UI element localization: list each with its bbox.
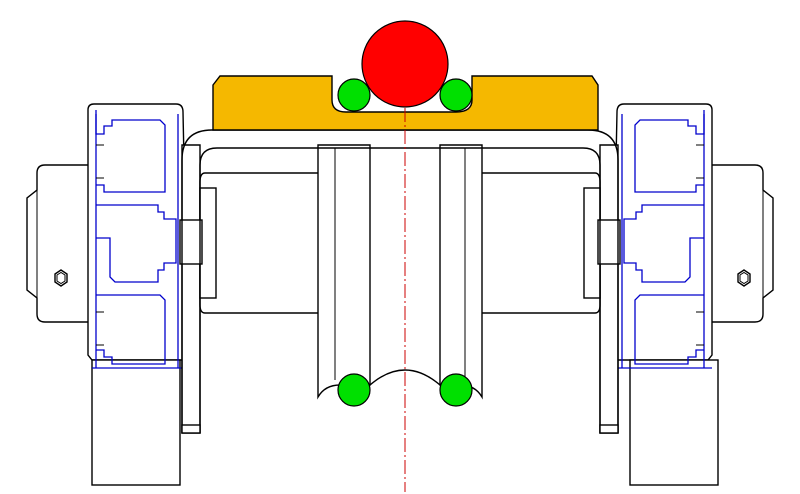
right-insert-mid	[623, 204, 704, 283]
left-side-plate	[181, 144, 201, 434]
left-wheel-assembly	[26, 103, 186, 486]
right-side-frame	[479, 144, 621, 434]
left-hex-nut-icon	[54, 269, 68, 287]
left-wheel-upper	[87, 103, 186, 361]
balls	[337, 20, 473, 407]
right-hex-nut-icon	[737, 269, 751, 287]
green-ball-top-right	[439, 78, 473, 112]
left-insert-top	[95, 114, 166, 193]
left-hub	[26, 164, 96, 323]
right-wheel-upper	[614, 103, 713, 361]
large-red-ball	[361, 20, 449, 108]
top-bracket-body	[212, 75, 599, 131]
left-insert-mid	[96, 204, 177, 283]
right-wheel-assembly	[614, 103, 774, 486]
right-spacer-roll	[479, 172, 601, 314]
top-carriage-bracket	[212, 75, 599, 131]
left-side-frame	[179, 144, 321, 434]
right-wheel-lower	[629, 359, 719, 486]
green-ball-top-left	[337, 78, 371, 112]
left-spacer-roll	[199, 172, 321, 314]
u-frame-inner	[199, 147, 601, 433]
right-side-plate	[599, 144, 619, 434]
roller-groove	[369, 369, 441, 386]
green-ball-bottom-right	[439, 373, 473, 407]
right-insert-top	[634, 114, 705, 193]
green-ball-bottom-left	[337, 373, 371, 407]
right-axle-stub	[597, 219, 621, 265]
right-insert-bottom	[634, 294, 704, 365]
roller-left-flange	[317, 144, 371, 400]
left-wheel-lower	[91, 359, 181, 486]
left-insert-bottom	[96, 294, 166, 365]
central-roller	[317, 144, 483, 400]
left-axle-stub	[179, 219, 203, 265]
roller-right-flange	[439, 144, 483, 400]
right-hub	[704, 164, 774, 323]
